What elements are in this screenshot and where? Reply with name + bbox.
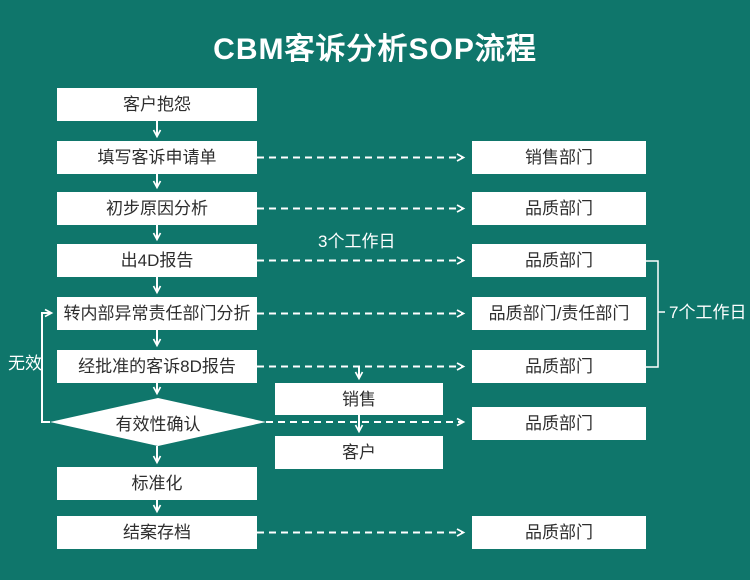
dept-quality-3: 品质部门 [472, 350, 646, 383]
dept-quality-1: 品质部门 [472, 192, 646, 225]
dept-quality-responsible: 品质部门/责任部门 [472, 297, 646, 330]
node-issue-4d-report: 出4D报告 [57, 244, 257, 277]
label-3-working-days: 3个工作日 [318, 232, 396, 251]
node-standardization: 标准化 [57, 467, 257, 500]
seven-days-bracket [646, 260, 659, 368]
node-close-and-archive: 结案存档 [57, 516, 257, 549]
node-approved-8d-report: 经批准的客诉8D报告 [57, 350, 257, 383]
dept-quality-4: 品质部门 [472, 407, 646, 440]
dept-sales: 销售部门 [472, 141, 646, 174]
label-invalid: 无效 [8, 354, 42, 373]
dept-quality-5: 品质部门 [472, 516, 646, 549]
node-customer: 客户 [275, 436, 443, 469]
dept-quality-2: 品质部门 [472, 244, 646, 277]
node-preliminary-cause-analysis: 初步原因分析 [57, 192, 257, 225]
node-fill-complaint-form: 填写客诉申请单 [57, 141, 257, 174]
node-customer-complaint: 客户抱怨 [57, 88, 257, 121]
node-sales: 销售 [275, 383, 443, 415]
label-7-working-days: 7个工作日 [669, 303, 747, 322]
page-title: CBM客诉分析SOP流程 [213, 33, 537, 66]
arrow-invalid-feedback [41, 308, 54, 423]
node-internal-dept-analysis: 转内部异常责任部门分折 [57, 297, 257, 330]
